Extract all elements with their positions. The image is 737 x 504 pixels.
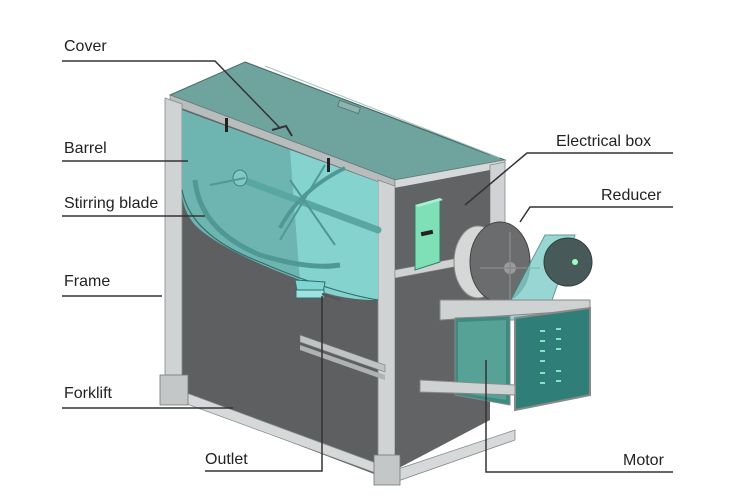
leader-reducer <box>519 206 673 223</box>
label-barrel: Barrel <box>64 140 107 157</box>
cover-clamps <box>225 118 330 172</box>
leader-motor <box>485 360 673 473</box>
label-forklift: Forklift <box>64 385 112 402</box>
label-frame: Frame <box>64 273 111 290</box>
label-cover: Cover <box>64 38 107 55</box>
reducer <box>453 221 593 321</box>
electrical-box <box>414 197 443 271</box>
leader-outlet <box>205 296 323 472</box>
motor-housing <box>419 299 591 412</box>
label-reducer: Reducer <box>601 187 662 204</box>
leader-electrical-box <box>464 152 673 206</box>
stirring-blade <box>192 164 382 269</box>
label-electrical-box: Electrical box <box>556 133 652 150</box>
leader-cover <box>62 60 281 129</box>
label-stirring-blade: Stirring blade <box>64 195 159 212</box>
leader-lines <box>62 60 673 473</box>
outlet-valve <box>294 279 341 301</box>
label-outlet: Outlet <box>205 451 248 468</box>
label-motor: Motor <box>623 452 664 469</box>
